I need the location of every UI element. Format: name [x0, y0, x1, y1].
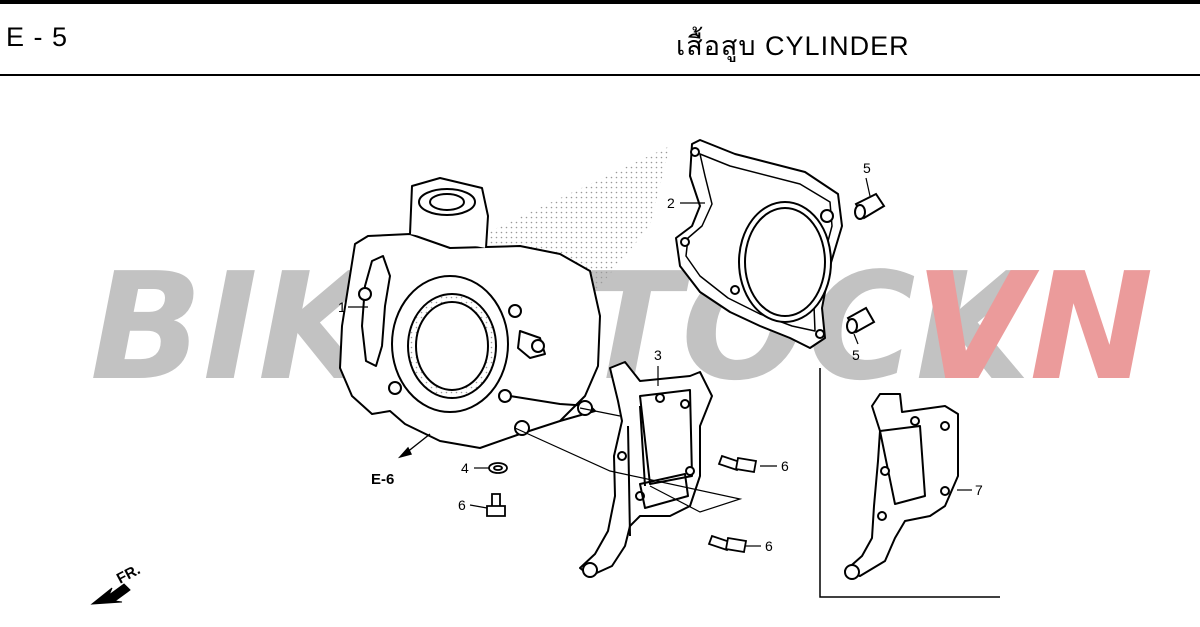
page-header: E - 5 เสื้อสูบ CYLINDER	[0, 4, 1200, 76]
bolt-icon	[707, 534, 748, 554]
callout-6c: 6	[765, 538, 773, 554]
page-code: E - 5	[6, 22, 69, 52]
callout-1: 1	[338, 299, 346, 315]
direction-label: FR.	[114, 561, 143, 587]
bolt-icon	[486, 493, 506, 517]
part-7-frame	[819, 368, 1000, 598]
arrow-icon	[90, 583, 131, 605]
callout-3: 3	[654, 347, 662, 363]
callout-6a: 6	[458, 497, 466, 513]
bracket-icon	[844, 393, 959, 580]
reference-label: E-6	[371, 471, 394, 488]
bracket-icon	[579, 361, 713, 578]
callout-4: 4	[461, 460, 469, 476]
cylinder-part-icon	[339, 177, 601, 449]
callout-6b: 6	[781, 458, 789, 474]
leader-lines	[348, 177, 972, 547]
page-title: เสื้อสูบ CYLINDER	[676, 31, 910, 61]
gasket-icon	[675, 139, 843, 349]
dowel-pin-icon	[846, 192, 886, 334]
watermark-accent: VN	[915, 241, 1153, 413]
parts-diagram: BIKESTOCK VN	[90, 139, 1153, 605]
callout-5a: 5	[863, 160, 871, 176]
callout-7: 7	[975, 482, 983, 498]
washer-icon	[488, 462, 508, 474]
arrow-icon	[397, 433, 431, 459]
callout-2: 2	[667, 195, 675, 211]
callout-5b: 5	[852, 347, 860, 363]
bolt-icon	[717, 454, 758, 474]
top-border	[0, 0, 1200, 4]
